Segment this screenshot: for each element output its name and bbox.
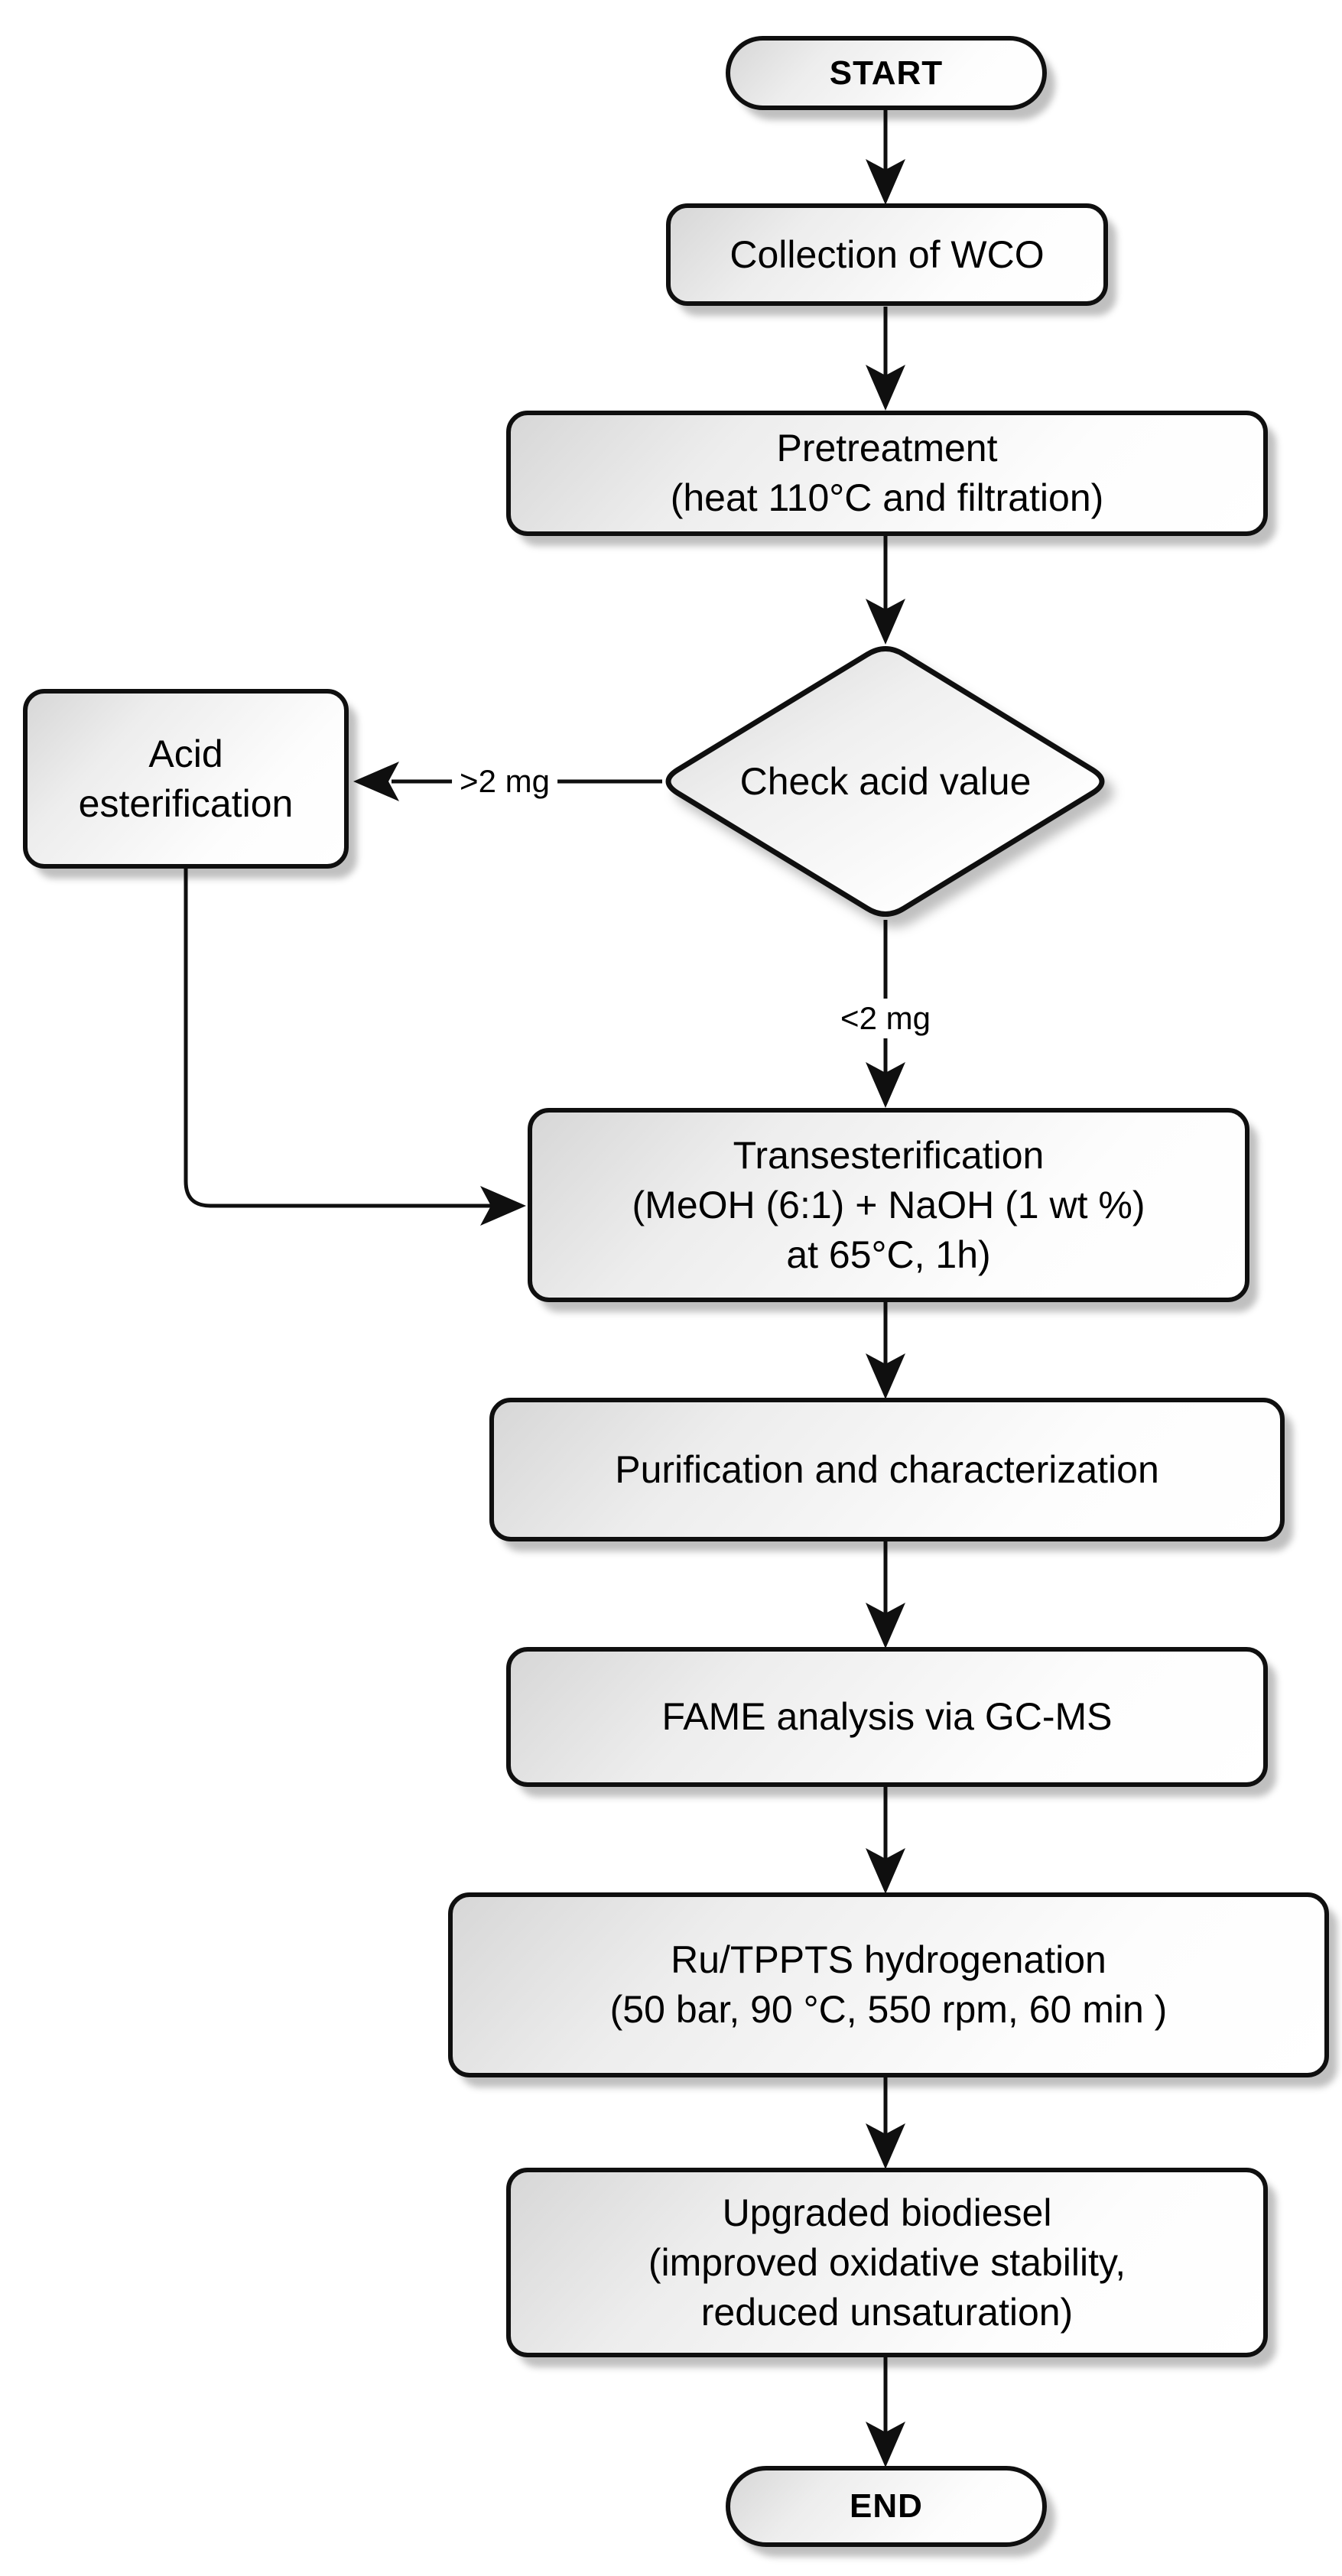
node-pretreatment-line2: (heat 110°C and filtration) bbox=[670, 476, 1104, 519]
arrowhead-down-icon bbox=[866, 599, 905, 645]
node-fame-analysis: FAME analysis via GC-MS bbox=[506, 1647, 1268, 1787]
node-hydrogenation-line1: Ru/TPPTS hydrogenation bbox=[671, 1938, 1106, 1981]
node-collection-label: Collection of WCO bbox=[729, 232, 1045, 276]
node-transesterification-line1: Transesterification bbox=[733, 1133, 1045, 1177]
arrowhead-right-icon bbox=[480, 1186, 526, 1226]
node-end: END bbox=[726, 2466, 1047, 2547]
arrowhead-down-icon bbox=[866, 1848, 905, 1894]
node-upgraded-biodiesel: Upgraded biodiesel (improved oxidative s… bbox=[506, 2168, 1268, 2357]
node-upgraded-line2: (improved oxidative stability, bbox=[648, 2240, 1126, 2284]
node-acid-line1: Acid bbox=[148, 732, 223, 775]
node-purification-label: Purification and characterization bbox=[615, 1447, 1159, 1491]
node-upgraded-line1: Upgraded biodiesel bbox=[722, 2191, 1052, 2234]
decision-diamond bbox=[665, 646, 1105, 917]
node-end-label: END bbox=[850, 2487, 923, 2526]
arrowhead-down-icon bbox=[866, 1603, 905, 1649]
node-upgraded-line3: reduced unsaturation) bbox=[700, 2290, 1074, 2334]
node-acid-esterification: Acid esterification bbox=[23, 689, 349, 869]
node-pretreatment-line1: Pretreatment bbox=[776, 427, 998, 469]
node-transesterification-line2: (MeOH (6:1) + NaOH (1 wt %) bbox=[632, 1183, 1145, 1226]
arrowhead-down-icon bbox=[866, 365, 905, 411]
node-fame-label: FAME analysis via GC-MS bbox=[661, 1695, 1113, 1738]
node-hydrogenation-line2: (50 bar, 90 °C, 550 rpm, 60 min ) bbox=[609, 1988, 1168, 2031]
arrowhead-down-icon bbox=[866, 159, 905, 205]
edge-label-high-acid: >2 mg bbox=[452, 762, 557, 801]
edge-label-low-acid: <2 mg bbox=[833, 999, 938, 1038]
arrowhead-down-icon bbox=[866, 2123, 905, 2169]
connector-acid-to-transesterification bbox=[184, 869, 493, 1208]
arrowhead-down-icon bbox=[866, 1353, 905, 1399]
node-purification: Purification and characterization bbox=[489, 1398, 1285, 1541]
node-transesterification-line3: at 65°C, 1h) bbox=[786, 1233, 991, 1276]
node-transesterification: Transesterification (MeOH (6:1) + NaOH (… bbox=[528, 1108, 1249, 1302]
node-start-label: START bbox=[829, 54, 944, 92]
node-decision-label: Check acid value bbox=[739, 760, 1032, 803]
arrowhead-left-icon bbox=[353, 762, 399, 801]
node-start: START bbox=[726, 36, 1047, 110]
arrowhead-down-icon bbox=[866, 2422, 905, 2467]
node-collection: Collection of WCO bbox=[666, 203, 1108, 306]
node-acid-line2: esterification bbox=[78, 781, 294, 825]
arrowhead-down-icon bbox=[866, 1062, 905, 1108]
node-pretreatment: Pretreatment (heat 110°C and filtration) bbox=[506, 411, 1268, 536]
node-hydrogenation: Ru/TPPTS hydrogenation (50 bar, 90 °C, 5… bbox=[448, 1892, 1329, 2077]
